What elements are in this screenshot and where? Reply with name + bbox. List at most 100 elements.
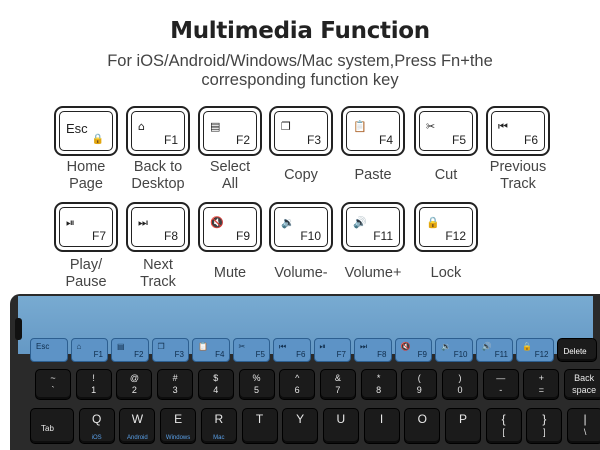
paste-icon: 📋: [353, 120, 367, 133]
key-card-f2: ▤F2: [198, 106, 262, 156]
keyboard-key-f7[interactable]: F7⏯: [313, 338, 351, 362]
key-char: 0: [457, 385, 463, 395]
letter-key[interactable]: I: [363, 408, 400, 444]
key-card-inner: ⏭F8: [131, 207, 185, 247]
key-card-inner: 📋F4: [346, 111, 400, 151]
number-key[interactable]: ~`: [35, 369, 71, 400]
os-switch-label: iOS: [91, 435, 102, 441]
key-card-inner: ▤F2: [203, 111, 257, 151]
tab-key[interactable]: Tab: [30, 408, 74, 444]
fn-key-label: F8: [163, 229, 178, 243]
key-card-inner: ✂F5: [419, 111, 473, 151]
number-key[interactable]: $4: [197, 369, 234, 400]
keyboard-key-f11[interactable]: F11🔊: [475, 338, 513, 362]
key-function-label: Volume-: [274, 265, 328, 281]
keyboard-key-f1[interactable]: F1⌂: [70, 338, 108, 362]
letter-key[interactable]: U: [322, 408, 359, 444]
mute-icon: 🔇: [210, 216, 224, 229]
key-function-label: Paste: [354, 167, 392, 183]
key-card-f5: ✂F5: [414, 106, 478, 156]
key-letter: W: [131, 412, 144, 426]
key-function-label: Volume+: [344, 265, 402, 281]
keyboard-key-esc[interactable]: Esc: [30, 338, 68, 362]
number-key[interactable]: #3: [157, 369, 194, 400]
keyboard-key-f6[interactable]: F6⏮: [273, 338, 311, 362]
key-char: =: [538, 385, 545, 395]
letter-key[interactable]: P: [445, 408, 481, 444]
home-icon: ⌂: [138, 120, 145, 133]
cut-icon: ✂: [426, 120, 436, 133]
number-key[interactable]: &7: [319, 369, 356, 400]
letter-key[interactable]: Y: [282, 408, 319, 444]
play-pause-icon: ⏯: [319, 342, 326, 351]
lock-icon: 🔒: [522, 342, 532, 351]
delete-key[interactable]: Delete: [556, 338, 597, 362]
paste-icon: 📋: [198, 342, 208, 351]
number-key[interactable]: —-: [482, 369, 519, 400]
key-letter: Tab: [41, 424, 54, 433]
key-function-label: Lock: [430, 265, 462, 281]
keyboard-key-f10[interactable]: F10🔉: [435, 338, 473, 362]
os-switch-label: Mac: [213, 435, 225, 441]
fn-key-label: F12: [445, 229, 466, 243]
key-shift-char: #: [172, 373, 178, 383]
keyboard-key-label: F10: [453, 350, 468, 359]
keyboard-key-label: F3: [174, 350, 184, 359]
letter-key[interactable]: T: [241, 408, 278, 444]
keyboard-key-f8[interactable]: F8⏭: [354, 338, 392, 362]
fn-key-label: F1: [163, 133, 178, 147]
next-track-icon: ⏭: [360, 342, 368, 351]
keyboard-key-f12[interactable]: F12🔒: [516, 338, 554, 362]
key-card-f11: 🔊F11: [341, 202, 405, 252]
fn-key-label: F10: [300, 229, 321, 243]
key-card-inner: ⌂ F1: [131, 111, 185, 151]
keyboard-key-f5[interactable]: F5✂: [232, 338, 270, 362]
key-char: 3: [172, 385, 178, 395]
keyboard-key-f2[interactable]: F2▤: [111, 338, 149, 362]
key-letter: T: [255, 412, 264, 426]
number-key[interactable]: @2: [116, 369, 153, 400]
letter-key[interactable]: |\: [567, 408, 600, 444]
home-icon: ⌂: [76, 342, 82, 351]
keyboard-key-label: F6: [296, 350, 306, 359]
keyboard-key-f3[interactable]: F3 ❐: [151, 338, 189, 362]
letter-key[interactable]: {[: [485, 408, 522, 444]
number-key[interactable]: ^6: [279, 369, 316, 400]
key-card-esc: Esc🔒: [54, 106, 118, 156]
keyboard-key-label: F11: [494, 350, 508, 359]
keyboard-key-label: F12: [534, 350, 549, 359]
volume-down-icon: 🔉: [281, 216, 295, 229]
key-card-inner: 🔇F9: [203, 207, 257, 247]
key-letter: {: [501, 412, 506, 426]
letter-key[interactable]: }]: [526, 408, 563, 444]
keyboard-key-f9[interactable]: F9🔇: [394, 338, 432, 362]
key-card-inner: 🔉 F10: [274, 207, 328, 247]
number-key[interactable]: (9: [401, 369, 438, 400]
keyboard-key-f4[interactable]: F4 📋: [192, 338, 230, 362]
key-letter: }: [542, 412, 547, 426]
key-card-inner: Esc🔒: [59, 111, 113, 151]
keyboard-key-label: F4: [215, 350, 225, 359]
number-key[interactable]: !1: [75, 369, 112, 400]
fn-key-label: F7: [91, 229, 106, 243]
copy-icon: ❐: [157, 342, 165, 351]
key-char: space: [572, 385, 597, 395]
delete-key-label: Delete: [563, 347, 587, 356]
mute-icon: 🔇: [400, 342, 411, 351]
key-function-label: Copy: [284, 167, 318, 183]
number-key[interactable]: %5: [238, 369, 275, 400]
number-key[interactable]: *8: [360, 369, 397, 400]
key-char: -: [499, 385, 503, 395]
key-char: ]: [543, 427, 546, 437]
letter-key[interactable]: O: [404, 408, 441, 444]
number-key[interactable]: )0: [442, 369, 478, 400]
key-char: \: [583, 427, 587, 437]
number-key[interactable]: +=: [523, 369, 560, 400]
key-card-f4: 📋F4: [341, 106, 405, 156]
key-card-f7: ⏯F7: [54, 202, 118, 252]
